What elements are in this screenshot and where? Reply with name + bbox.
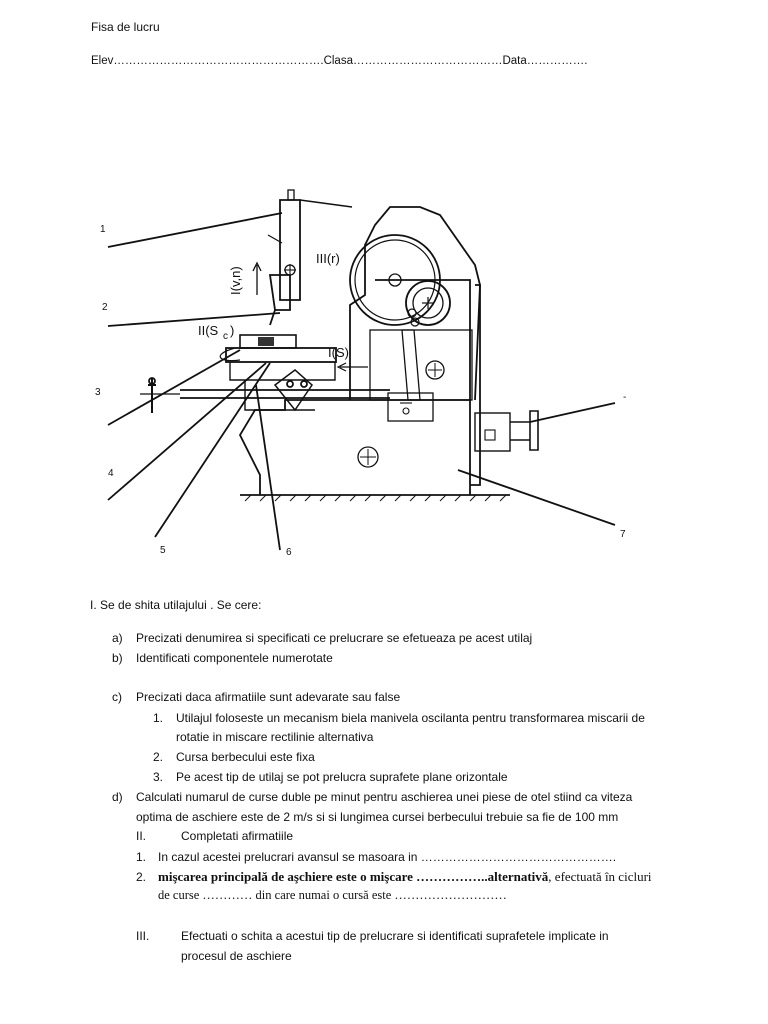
crank-disc bbox=[405, 280, 451, 326]
section-3-text-line2: procesul de aschiere bbox=[181, 949, 292, 963]
item-c3-marker: 3. bbox=[153, 770, 164, 784]
section-3-text-line1: Efectuati o schita a acestui tip de prel… bbox=[181, 929, 609, 943]
section-2-item2-bold: mişcarea principală de aşchiere este o m… bbox=[158, 869, 549, 884]
column-side-box bbox=[369, 329, 473, 401]
feed-mechanism bbox=[273, 369, 313, 412]
section-2-heading: Completati afirmatiile bbox=[181, 829, 294, 843]
item-c3-text: Pe acest tip de utilaj se pot prelucra s… bbox=[176, 770, 508, 784]
callout-7: 7 bbox=[620, 529, 626, 540]
callout-2: 2 bbox=[102, 302, 108, 313]
table-support bbox=[229, 362, 336, 381]
motion-label-i-s: I(S) bbox=[328, 345, 349, 360]
tool-head bbox=[268, 274, 291, 311]
section-2-marker: II. bbox=[136, 829, 147, 843]
item-c1-text-line1: Utilajul foloseste un mecanism biela man… bbox=[176, 711, 645, 725]
section-2-item2-line1: mişcarea principală de aşchiere este o m… bbox=[158, 868, 652, 885]
motion-label-ii-s: II(S bbox=[198, 323, 219, 338]
callout-6: 6 bbox=[286, 547, 292, 558]
item-b-text: Identificati componentele numerotate bbox=[136, 651, 333, 665]
item-c2-text: Cursa berbecului este fixa bbox=[176, 750, 315, 764]
callout-4: 4 bbox=[108, 468, 114, 479]
section-3-marker: III. bbox=[136, 929, 150, 943]
side-box bbox=[474, 412, 511, 452]
shaping-machine-diagram: 1 2 3 4 5 6 7 - III(r) I(v,n) II(S c ) I… bbox=[95, 189, 626, 558]
motion-label-iii-r: III(r) bbox=[316, 251, 340, 266]
item-c-marker: c) bbox=[112, 690, 122, 704]
motion-label-sub-c: c bbox=[223, 331, 228, 342]
callout-1: 1 bbox=[100, 224, 106, 235]
cutting-tool bbox=[269, 309, 276, 326]
item-b-marker: b) bbox=[112, 651, 123, 665]
callout-5: 5 bbox=[160, 545, 166, 556]
workpiece bbox=[239, 334, 297, 349]
student-info-line: Elev……………………………………………….Clasa………………………………… bbox=[91, 55, 588, 67]
rocker-arm bbox=[401, 329, 421, 401]
section-2-item2-rest: , efectuată în cicluri bbox=[548, 869, 652, 884]
item-c-text: Precizati daca afirmatiile sunt adevarat… bbox=[136, 690, 401, 704]
item-a-marker: a) bbox=[112, 631, 123, 645]
item-c1-text-line2: rotatie in miscare rectilinie alternativ… bbox=[176, 730, 374, 744]
section-2-item1-text: In cazul acestei prelucrari avansul se m… bbox=[158, 850, 617, 864]
motion-label-i-vn: I(v,n) bbox=[228, 266, 243, 295]
section-1-heading: I. Se de shita utilajului . Se cere: bbox=[90, 598, 262, 612]
worksheet-title: Fisa de lucru bbox=[91, 20, 160, 34]
item-d-marker: d) bbox=[112, 790, 123, 804]
handwheel bbox=[529, 410, 539, 451]
leader-lines bbox=[107, 212, 616, 551]
section-2-item2-line2: de curse ………… din care numai o cursă est… bbox=[158, 888, 507, 902]
gearbox-block bbox=[387, 392, 434, 422]
column-inner bbox=[375, 279, 471, 400]
item-c1-marker: 1. bbox=[153, 711, 164, 725]
item-d-text-line1: Calculati numarul de curse duble pe minu… bbox=[136, 790, 633, 804]
section-2-item1-marker: 1. bbox=[136, 850, 147, 864]
item-c2-marker: 2. bbox=[153, 750, 164, 764]
motion-label-close-paren: ) bbox=[230, 323, 234, 338]
bull-gear bbox=[349, 234, 441, 326]
column-right-edge bbox=[470, 284, 481, 486]
ground-hatch bbox=[244, 494, 507, 502]
item-d-text-line2: optima de aschiere este de 2 m/s si si l… bbox=[136, 810, 619, 824]
work-table bbox=[225, 347, 337, 363]
ram-top-bolt bbox=[287, 189, 295, 201]
callout-dash: - bbox=[623, 392, 626, 403]
machine-base bbox=[238, 399, 471, 495]
callout-3: 3 bbox=[95, 387, 101, 398]
item-a-text: Precizati denumirea si specificati ce pr… bbox=[136, 631, 533, 645]
section-2-item2-marker: 2. bbox=[136, 870, 147, 884]
